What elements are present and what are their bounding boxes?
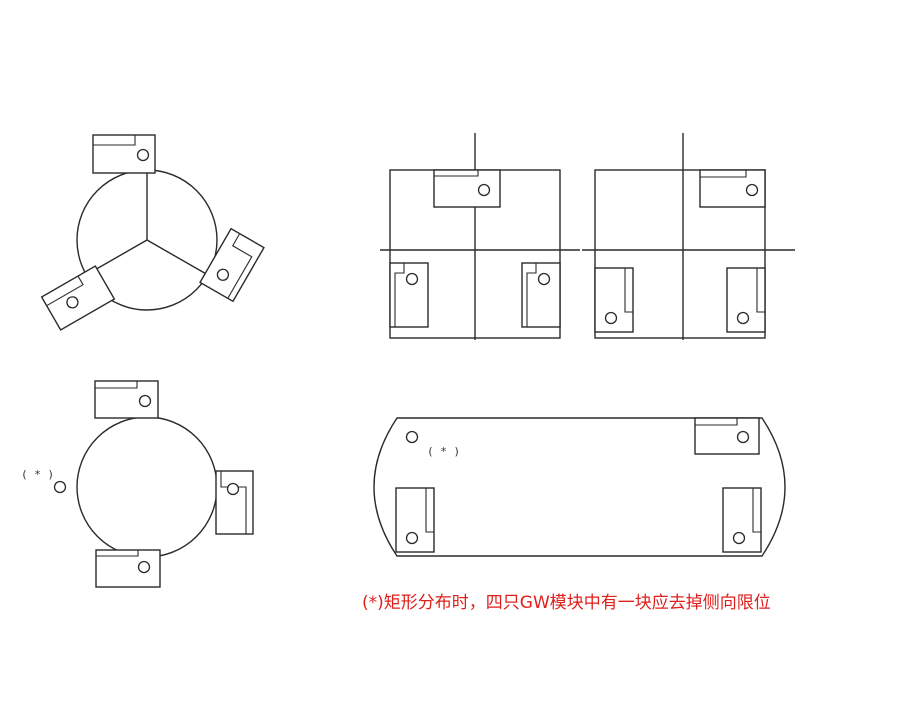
gw-module-right <box>521 262 561 328</box>
gw-module-top-right <box>694 417 760 455</box>
removed-limit-hole <box>53 480 67 494</box>
gw-module-top <box>699 169 766 208</box>
gw-module-bottom-left <box>395 487 435 553</box>
gw-module-right <box>726 267 766 333</box>
round-tank-figure-1 <box>40 134 265 331</box>
removed-limit-hole <box>405 430 419 444</box>
gw-module-top <box>433 169 501 208</box>
gw-module-right <box>215 470 254 535</box>
marker-label: ( * ) <box>21 468 54 481</box>
gw-module-top <box>92 134 156 174</box>
round-tank-figure-4: ( * ) <box>21 380 254 588</box>
gw-module-bottom-right <box>722 487 762 553</box>
gw-module-left <box>594 267 634 333</box>
square-tank-figure-3 <box>582 133 795 340</box>
gw-module-left <box>40 265 116 331</box>
gw-module-right <box>199 227 265 303</box>
footnote-text: (*)矩形分布时，四只GW模块中有一块应去掉侧向限位 <box>362 593 771 613</box>
gw-module-top <box>94 380 159 419</box>
square-tank-figure-2 <box>380 133 580 340</box>
marker-label: ( * ) <box>427 445 460 458</box>
gw-module-left <box>389 262 429 328</box>
oblong-tank-figure-5: ( * ) <box>373 417 786 557</box>
gw-module-bottom <box>95 549 161 588</box>
